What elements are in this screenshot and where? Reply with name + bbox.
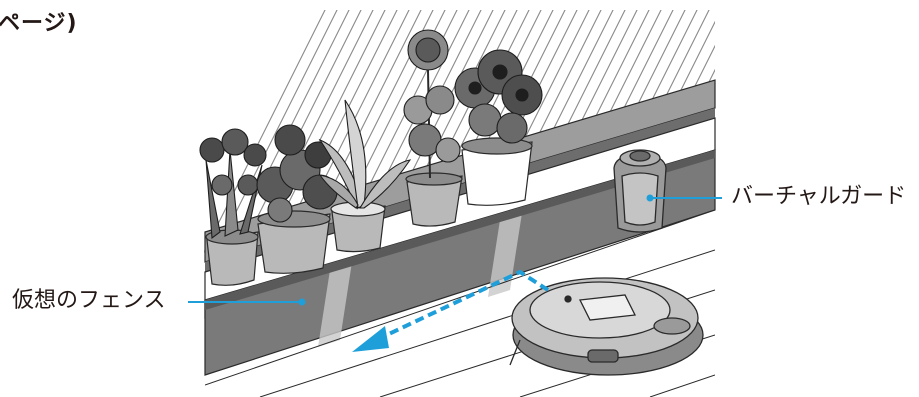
virtual-fence-label: 仮想のフェンス (12, 290, 166, 312)
virtual-guard-device (614, 150, 666, 232)
robot-vacuum (510, 278, 703, 375)
virtual-guard-label: バーチャルガード (731, 186, 906, 208)
